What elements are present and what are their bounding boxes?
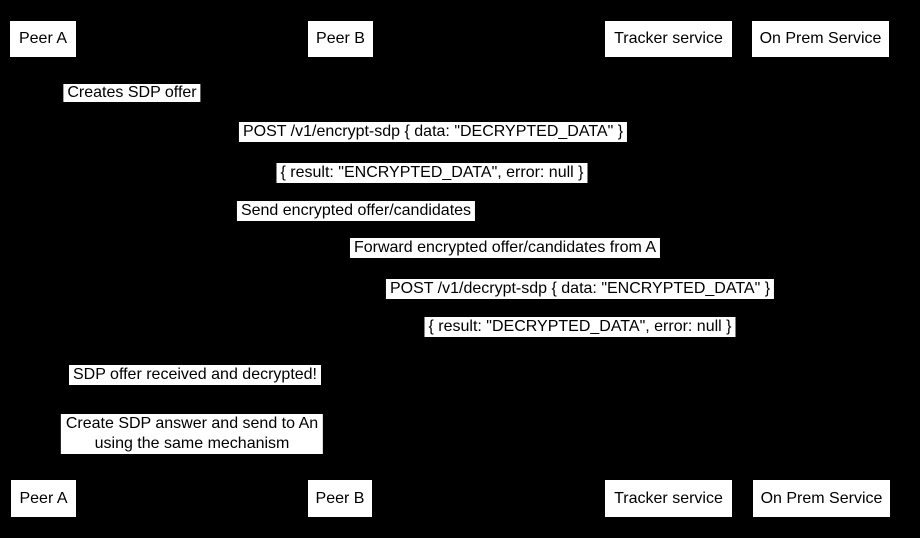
participant-box-peer-a-top: Peer A	[10, 21, 76, 57]
message-label-forward-encrypted-offer: Forward encrypted offer/candidates from …	[349, 238, 661, 258]
message-label-post-encrypt-sdp: POST /v1/encrypt-sdp { data: "DECRYPTED_…	[238, 122, 628, 142]
participant-box-tracker-service-bottom: Tracker service	[605, 480, 732, 517]
message-label-post-decrypt-sdp: POST /v1/decrypt-sdp { data: "ENCRYPTED_…	[385, 279, 775, 299]
participant-box-on-prem-service-bottom: On Prem Service	[753, 480, 890, 517]
participant-box-peer-b-top: Peer B	[308, 21, 373, 57]
participant-box-peer-b-bottom: Peer B	[308, 480, 372, 517]
note-line-1: Create SDP answer and send to An	[65, 415, 319, 432]
note-line-2: using the same mechanism	[94, 435, 290, 452]
participant-box-tracker-service-top: Tracker service	[605, 21, 732, 57]
message-label-sdp-offer-received: SDP offer received and decrypted!	[69, 365, 321, 385]
message-label-decrypt-result: { result: "DECRYPTED_DATA", error: null …	[424, 317, 736, 337]
participant-box-on-prem-service-top: On Prem Service	[752, 21, 889, 57]
message-label-send-encrypted-offer: Send encrypted offer/candidates	[236, 201, 476, 221]
note-create-sdp-answer: Create SDP answer and send to An using t…	[60, 414, 324, 454]
message-label-creates-sdp-offer: Creates SDP offer	[63, 84, 201, 102]
message-label-encrypt-result: { result: "ENCRYPTED_DATA", error: null …	[276, 163, 588, 183]
participant-box-peer-a-bottom: Peer A	[11, 480, 76, 517]
